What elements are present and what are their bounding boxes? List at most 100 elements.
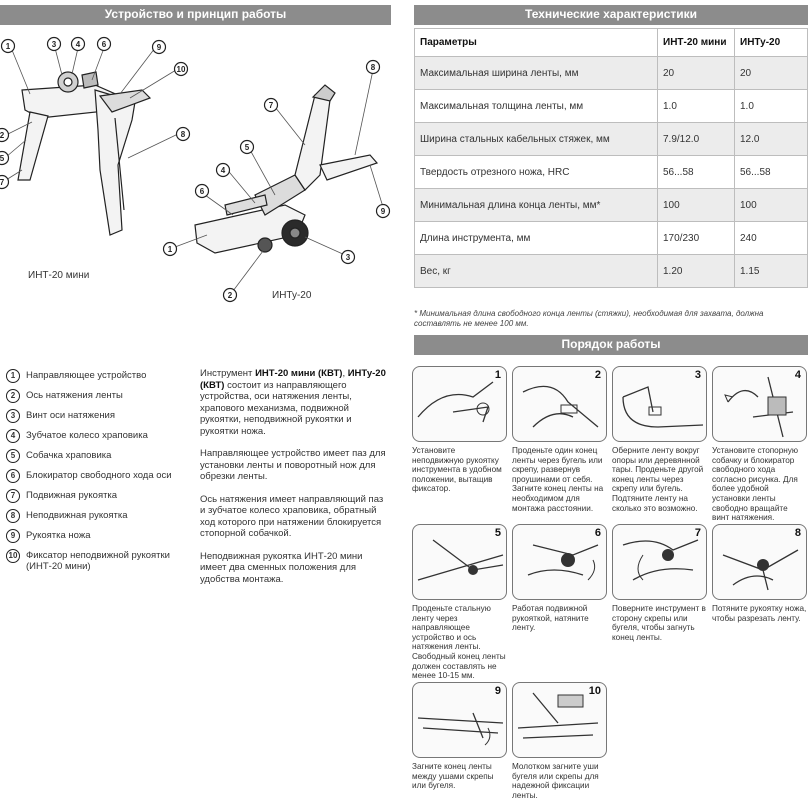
part-number: 1 <box>6 369 20 383</box>
column-header: ИНТу-20 <box>734 28 808 57</box>
svg-text:3: 3 <box>346 253 351 262</box>
part-label: Фиксатор неподвижной рукоятки (ИНТ-20 ми… <box>26 550 170 572</box>
step-illustration: 7 <box>612 524 707 600</box>
number-marker: 9 <box>375 203 391 219</box>
svg-text:6: 6 <box>102 40 107 49</box>
step-6: 6 Работая подвижной рукояткой, натяните … <box>512 524 607 633</box>
number-marker: 5 <box>239 139 255 155</box>
description-paragraph: Неподвижная рукоятка ИНТ-20 мини имеет д… <box>200 550 363 585</box>
list-item: 3 Винт оси натяжения <box>6 409 196 423</box>
step-8: 8 Потяните рукоятку ножа, чтобы разрезат… <box>712 524 807 623</box>
part-label: Винт оси натяжения <box>26 410 116 421</box>
step-number: 3 <box>694 369 701 381</box>
number-marker: 8 <box>175 126 191 142</box>
number-marker: 7 <box>263 97 279 113</box>
tensioning-illustration <box>527 544 599 581</box>
tool-label-int20-mini: ИНТ-20 мини <box>28 270 90 281</box>
description-paragraph: Направляющее устройство имеет паз для ус… <box>200 448 386 482</box>
step-number: 5 <box>494 527 501 539</box>
description-paragraph: Инструмент ИНТ-20 мини (КВТ), ИНТу-20 (К… <box>200 368 386 437</box>
ratchet-illustration <box>724 376 794 438</box>
number-marker: 3 <box>46 36 62 52</box>
number-marker: 8 <box>365 59 381 75</box>
svg-text:5: 5 <box>245 143 250 152</box>
step-text: Потяните рукоятку ножа, чтобы разрезать … <box>712 604 807 623</box>
number-marker: 1 <box>0 38 16 54</box>
list-item: 1 Направляющее устройство <box>6 369 196 383</box>
part-label: Зубчатое колесо храповика <box>26 430 148 441</box>
hammer-illustration <box>517 692 599 739</box>
device-description: Инструмент ИНТ-20 мини (КВТ), ИНТу-20 (К… <box>200 368 390 596</box>
step-text: Установите стопорную собачку и блокирато… <box>712 446 799 523</box>
column-header: ИНТ-20 мини <box>657 28 735 57</box>
table-cell: 20 <box>657 56 735 90</box>
step-illustration: 4 <box>712 366 807 442</box>
svg-text:2: 2 <box>228 291 233 300</box>
table-cell: 1.20 <box>657 254 735 288</box>
callouts-inty20 <box>174 69 384 292</box>
part-number: 3 <box>6 409 20 423</box>
part-number: 10 <box>6 549 20 563</box>
rotate-tool-illustration <box>622 539 699 581</box>
step-number: 8 <box>794 527 801 539</box>
table-cell: 170/230 <box>657 221 735 255</box>
hand-tool-illustration <box>417 381 494 423</box>
step-text: Проденьте стальную ленту через направляю… <box>412 604 506 681</box>
step-7: 7 Поверните инструмент в сторону скрепы … <box>612 524 707 642</box>
svg-text:8: 8 <box>371 63 376 72</box>
band-illustration <box>522 385 599 428</box>
part-label: Ось натяжения ленты <box>26 390 123 401</box>
part-label: Подвижная рукоятка <box>26 490 118 501</box>
list-item: 10 Фиксатор неподвижной рукоятки (ИНТ-20 … <box>6 549 196 572</box>
table-cell: 20 <box>734 56 808 90</box>
step-text: Оберните ленту вокруг опоры или деревянн… <box>612 446 704 513</box>
step-illustration: 1 <box>412 366 507 442</box>
part-label: Блокиратор свободного хода оси <box>26 470 172 481</box>
tool-diagram-int20-mini: 1 3 4 6 9 10 8 2 5 7 <box>0 36 191 236</box>
step-illustration: 2 <box>512 366 607 442</box>
section-header-device: Устройство и принцип работы <box>0 5 391 25</box>
step-illustration: 5 <box>412 524 507 600</box>
band-loop-illustration <box>622 386 704 428</box>
step-5: 5 Проденьте стальную ленту через направл… <box>412 524 507 681</box>
column-header: Параметры <box>414 28 658 57</box>
fold-band-illustration <box>417 712 504 746</box>
step-1: 1 Установите неподвижную рукоятку инстру… <box>412 366 507 494</box>
step-number: 10 <box>588 685 601 697</box>
step-number: 7 <box>694 527 701 539</box>
step-illustration: 8 <box>712 524 807 600</box>
svg-text:1: 1 <box>6 42 11 51</box>
number-marker: 3 <box>340 249 356 265</box>
svg-text:1: 1 <box>168 245 173 254</box>
part-label: Направляющее устройство <box>26 370 147 381</box>
table-cell: Минимальная длина конца ленты, мм* <box>414 188 658 222</box>
step-text: Работая подвижной рукояткой, натяните ле… <box>512 604 589 633</box>
step-9: 9 Загните конец ленты между ушами скрепы… <box>412 682 507 791</box>
description-paragraph: Ось натяжения имеет направляющий паз и з… <box>200 493 384 540</box>
tool-diagram-inty20: 7 5 4 6 8 9 3 1 2 <box>162 59 391 303</box>
svg-text:4: 4 <box>76 40 81 49</box>
number-marker: 1 <box>162 241 178 257</box>
table-cell: Ширина стальных кабельных стяжек, мм <box>414 122 658 156</box>
callouts-int20-mini <box>5 47 179 181</box>
part-label: Рукоятка ножа <box>26 530 91 541</box>
step-text: Поверните инструмент в сторону скрепы ил… <box>612 604 706 642</box>
number-marker: 9 <box>151 39 167 55</box>
svg-text:3: 3 <box>52 40 57 49</box>
step-10: 10 Молотком загните уши бугеля или скреп… <box>512 682 607 800</box>
svg-text:9: 9 <box>157 43 162 52</box>
table-cell: 56...58 <box>657 155 735 189</box>
svg-text:10: 10 <box>177 65 186 74</box>
number-marker: 6 <box>194 183 210 199</box>
footnote: * Минимальная длина свободного конца лен… <box>414 309 764 328</box>
